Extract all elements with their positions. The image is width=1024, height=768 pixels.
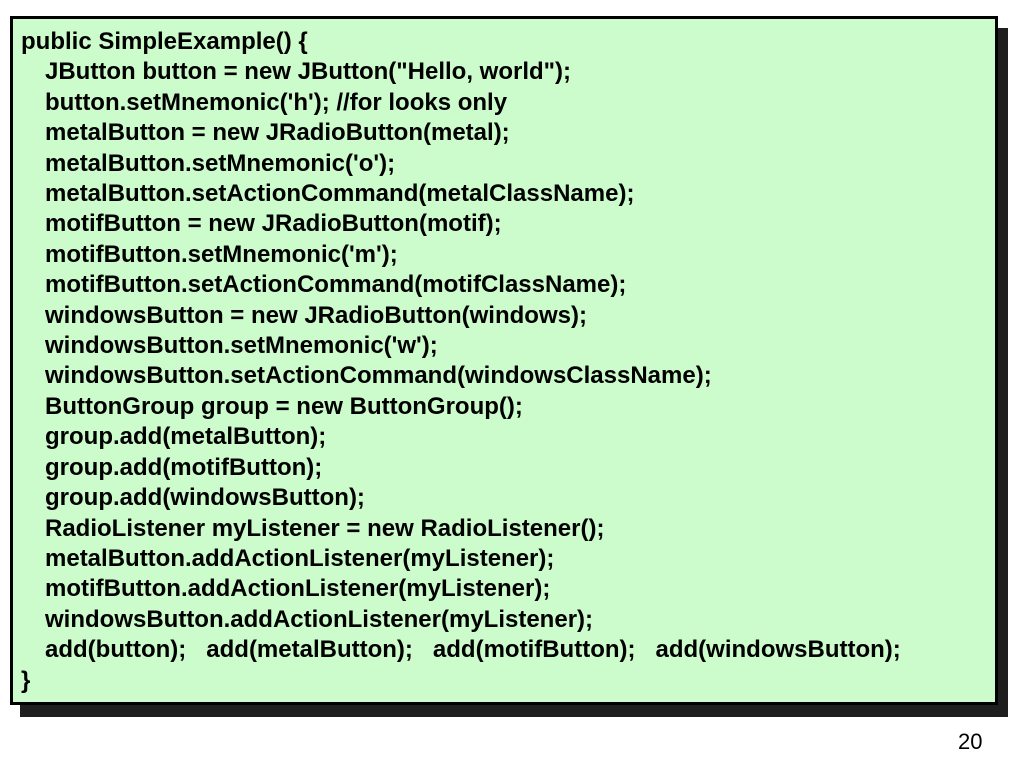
page-number: 20 xyxy=(958,729,983,754)
code-line: metalButton.setMnemonic('o'); xyxy=(45,149,396,177)
code-line: RadioListener myListener = new RadioList… xyxy=(45,514,605,542)
code-line: group.add(metalButton); xyxy=(45,423,327,451)
code-line: } xyxy=(21,666,31,694)
code-line: metalButton = new JRadioButton(metal); xyxy=(45,119,510,147)
code-line: windowsButton = new JRadioButton(windows… xyxy=(45,301,587,329)
code-box: public SimpleExample() { JButton button =… xyxy=(10,16,998,705)
code-line: JButton button = new JButton("Hello, wor… xyxy=(45,58,572,86)
code-line: add(button); add(metalButton); add(motif… xyxy=(45,636,901,664)
code-line: button.setMnemonic('h'); //for looks onl… xyxy=(45,88,508,116)
code-line: motifButton.setActionCommand(motifClassN… xyxy=(45,271,627,299)
code-line: motifButton.addActionListener(myListener… xyxy=(45,575,551,603)
code-line: group.add(motifButton); xyxy=(45,453,323,481)
code-line: group.add(windowsButton); xyxy=(45,484,365,512)
code-line: motifButton = new JRadioButton(motif); xyxy=(45,210,502,238)
code-line: metalButton.addActionListener(myListener… xyxy=(45,544,555,572)
code-line: windowsButton.setActionCommand(windowsCl… xyxy=(45,362,712,390)
code-line: windowsButton.addActionListener(myListen… xyxy=(45,605,594,633)
code-line: public SimpleExample() { xyxy=(21,28,308,55)
code-line: windowsButton.setMnemonic('w'); xyxy=(45,332,438,360)
code-line: metalButton.setActionCommand(metalClassN… xyxy=(45,180,635,208)
code-line: motifButton.setMnemonic('m'); xyxy=(45,240,398,268)
code-line: ButtonGroup group = new ButtonGroup(); xyxy=(45,392,523,420)
